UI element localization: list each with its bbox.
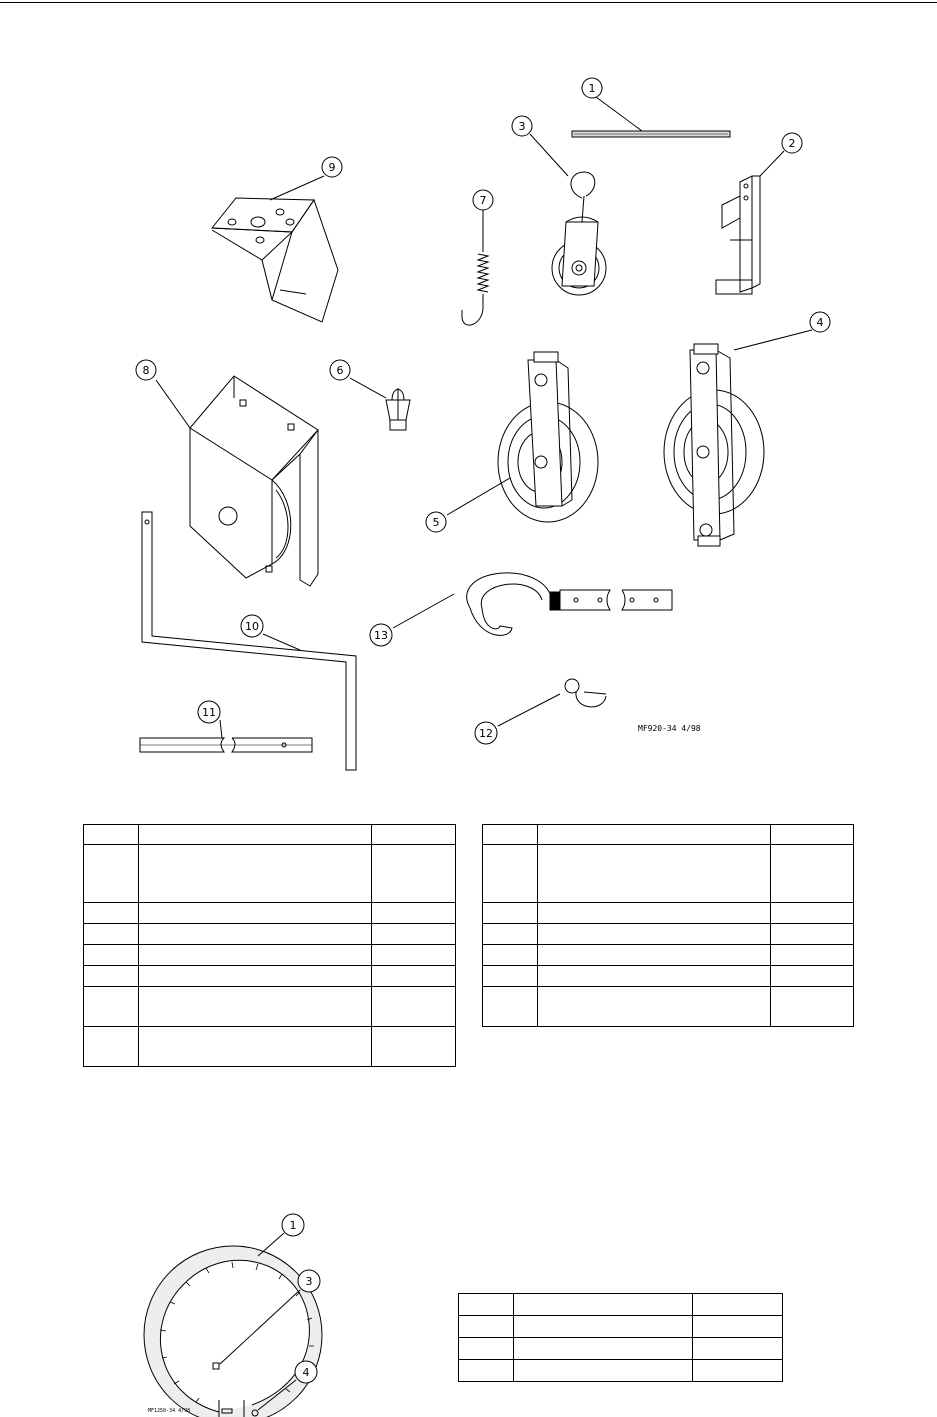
callout-10: 10 [240,614,264,638]
table-row [83,844,456,903]
page-top-rule [0,2,937,3]
callout-label: 7 [480,194,487,207]
callout-4: 4 [809,311,831,333]
table-header-row [458,1293,783,1316]
ring-part-1 [143,1245,323,1417]
callout-label: 13 [374,629,388,642]
callout-8: 8 [135,359,157,381]
callout-label: 4 [303,1366,310,1379]
callout-7: 7 [472,189,494,211]
table-row [83,965,456,987]
part-9-ceiling-bracket [210,197,339,323]
callout-label: 2 [789,137,796,150]
part-11-rod [139,737,313,753]
callout-label: 5 [433,516,440,529]
part-1-cable [571,130,731,138]
ring-part-4 [251,1409,259,1417]
callout-2: 2 [781,132,803,154]
part-4-double-pulley [663,343,765,547]
ring-callout-3: 3 [297,1269,321,1293]
part-8-wall-bracket [189,375,319,587]
ring-callout-4: 4 [294,1360,318,1384]
ring-part-3 [212,1362,220,1370]
callout-label: 8 [143,364,150,377]
leader-lines [155,96,813,739]
callout-1: 1 [581,77,603,99]
part-3-swivel-pulley [551,171,607,296]
table-row [83,1026,456,1067]
parts-table-right [482,824,854,1027]
callout-label: 6 [337,364,344,377]
callout-13: 13 [369,623,393,647]
table-row [83,944,456,966]
table-row [458,1315,783,1338]
ring-leader-3 [219,1289,301,1365]
callout-12: 12 [474,721,498,745]
callout-label: 12 [479,727,493,740]
part-12-s-hook [564,678,607,708]
ring-leader-1 [257,1232,285,1257]
callout-11: 11 [197,700,221,724]
part-7-spring-hook [461,240,490,326]
callout-3: 3 [511,115,533,137]
callout-label: 11 [202,706,216,719]
table-row [458,1359,783,1382]
table-row [482,986,854,1027]
table-row [482,923,854,945]
callout-9: 9 [321,156,343,178]
table-row [482,844,854,903]
callout-5: 5 [425,511,447,533]
callout-label: 3 [519,120,526,133]
drawing-code-label: MF920-34 4/98 [638,724,701,733]
table-header-row [482,824,854,845]
table-row [83,923,456,945]
ring-callout-1: 1 [281,1213,305,1237]
part-10-crank-rod [141,511,357,771]
table-row [458,1337,783,1360]
callout-label: 3 [306,1275,313,1288]
callout-label: 1 [589,82,596,95]
table-row [83,902,456,924]
parts-table-ring [458,1293,783,1382]
part-6-clamp [385,388,411,431]
ring-assembly-drawing: 1 3 4 MF1250-34 4/98 [143,1213,323,1417]
parts-table-left [83,824,456,1067]
ring-leader-4 [257,1379,297,1411]
exploded-parts-drawing: 1 2 3 4 5 6 7 8 9 10 11 12 [135,77,831,771]
callout-6: 6 [329,359,351,381]
part-5-pulley [497,351,599,523]
table-row [83,986,456,1027]
callout-label: 4 [817,316,824,329]
ring-drawing-code-label: MF1250-34 4/98 [148,1408,190,1414]
table-row [482,902,854,924]
table-row [482,944,854,966]
table-row [482,965,854,987]
callout-label: 1 [290,1219,297,1232]
callout-label: 9 [329,161,336,174]
table-header-row [83,824,456,845]
part-13-hook-bolt [466,572,673,636]
part-2-bracket [715,175,761,295]
callout-label: 10 [245,620,259,633]
